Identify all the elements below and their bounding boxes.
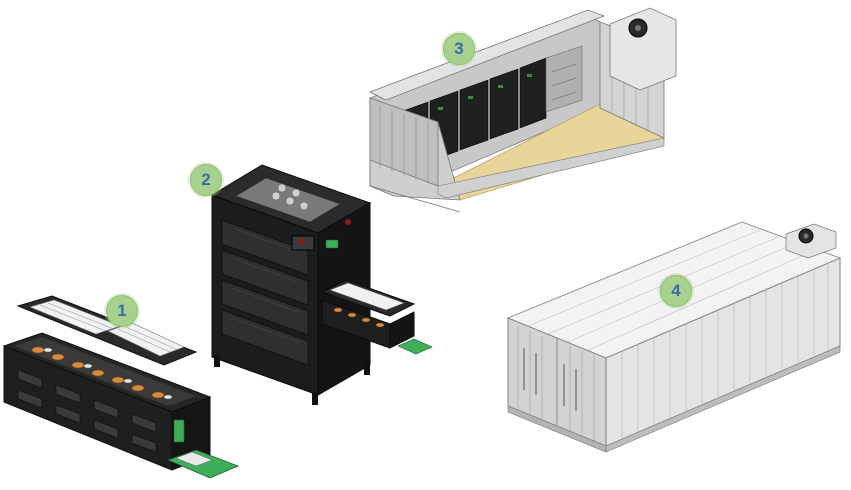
step-badge-1: 1 [106,295,138,327]
step-badge-3: 3 [443,33,475,65]
battery-module-illustration [2,295,240,479]
battery-rack-illustration [210,164,433,405]
closed-container-illustration [506,221,842,453]
step-badge-2: 2 [190,164,222,196]
open-container-illustration [369,7,677,213]
step-badge-4: 4 [660,275,692,307]
